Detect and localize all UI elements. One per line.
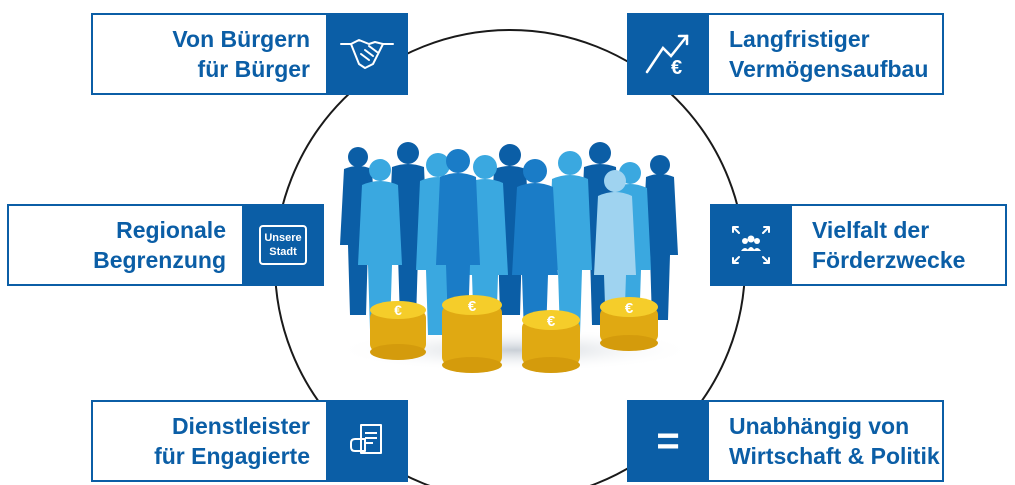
- box-text: Regionale Begrenzung: [93, 217, 226, 273]
- box-dienstleister: Dienstleister für Engagierte: [91, 400, 408, 482]
- people-silhouettes: [340, 142, 678, 340]
- equals-icon: =: [627, 400, 709, 482]
- box-regionale-begrenzung: Regionale Begrenzung Unsere Stadt: [7, 204, 324, 286]
- box-text: Von Bürgern für Bürger: [172, 26, 310, 82]
- box-foerderzwecke: Vielfalt der Förderzwecke: [710, 204, 1007, 286]
- crowd-illustration: € € € €: [335, 142, 690, 373]
- document-hand-icon: [326, 400, 408, 482]
- handshake-icon: [326, 13, 408, 95]
- svg-text:€: €: [625, 300, 634, 317]
- box-text: Unabhängig von Wirtschaft & Politik: [729, 413, 940, 469]
- city-sign-icon: Unsere Stadt: [242, 204, 324, 286]
- box-text: Dienstleister für Engagierte: [154, 413, 310, 469]
- box-von-buergern: Von Bürgern für Bürger: [91, 13, 408, 95]
- euro-growth-icon: €: [627, 13, 709, 95]
- box-text: Langfristiger Vermögensaufbau: [729, 26, 929, 82]
- svg-text:€: €: [547, 313, 556, 330]
- box-vermoegensaufbau: € Langfristiger Vermögensaufbau: [627, 13, 944, 95]
- svg-text:€: €: [671, 57, 682, 76]
- svg-text:€: €: [468, 298, 477, 315]
- svg-text:€: €: [394, 302, 402, 318]
- box-unabhaengig: = Unabhängig von Wirtschaft & Politik: [627, 400, 944, 482]
- euro-coin-stacks: € € € €: [370, 295, 658, 373]
- box-text: Vielfalt der Förderzwecke: [812, 217, 966, 273]
- group-expand-icon: [710, 204, 792, 286]
